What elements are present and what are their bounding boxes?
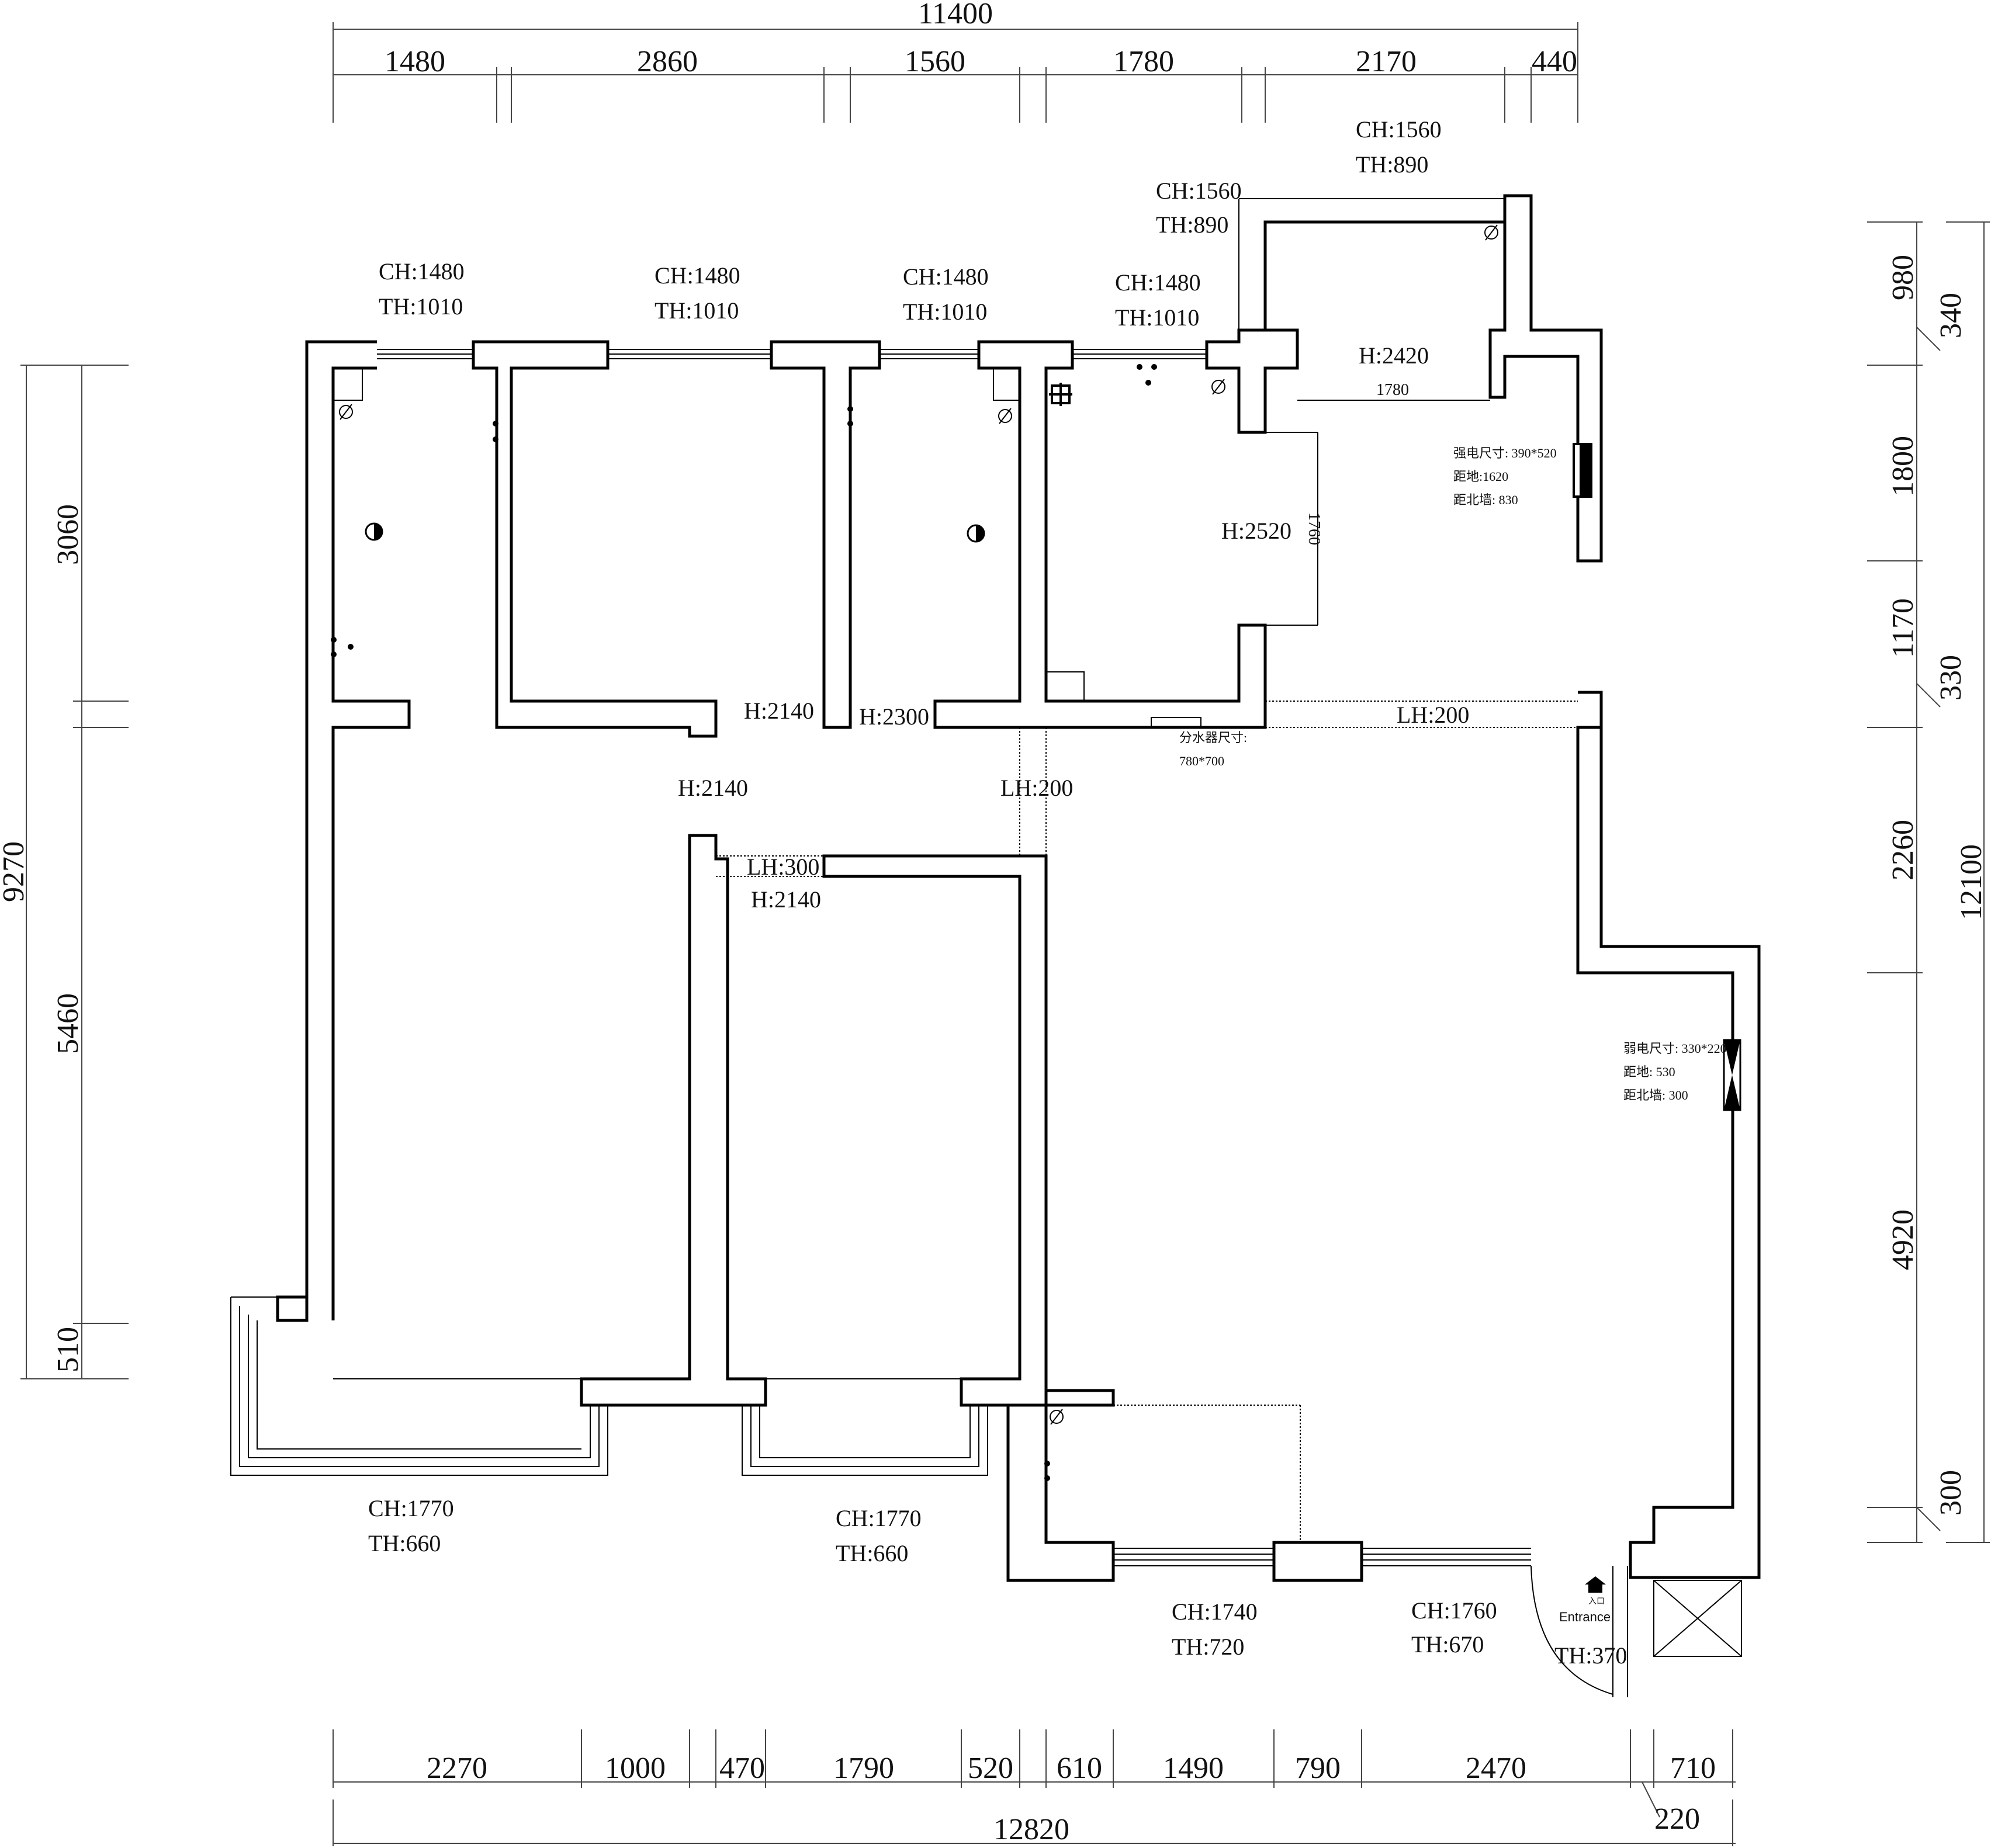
label-w1780: 1780: [1376, 381, 1409, 399]
dim-bottom-2: 1000: [605, 1752, 666, 1785]
outlet-dots-icon: [331, 364, 1157, 1481]
strong-power-box-icon: [1573, 443, 1592, 498]
dim-right-4: 2260: [1886, 820, 1920, 880]
dim-right-outer-3: 300: [1934, 1470, 1968, 1516]
dim-top-5: 2170: [1356, 45, 1417, 78]
label-lh200-a: LH:200: [1000, 775, 1073, 801]
right-dimensions: 980 1800 1170 2260 4920 340 330 300 1210…: [1867, 221, 1990, 1543]
win5-th: TH:890: [1156, 212, 1228, 238]
win4-ch: CH:1480: [1115, 269, 1201, 296]
entry-th: TH:370: [1554, 1642, 1627, 1669]
strong-power-floor: 距地:1620: [1453, 469, 1508, 484]
bal2-th: TH:660: [836, 1540, 908, 1566]
interior-thin-lines: [333, 367, 1742, 1697]
weak-power-box-icon: [1723, 1039, 1741, 1111]
dim-right-outer-1: 340: [1934, 293, 1968, 338]
dim-bottom-extra: 220: [1654, 1802, 1700, 1836]
dim-top-1: 1480: [385, 45, 445, 78]
dim-top-2: 2860: [637, 45, 698, 78]
win2-ch: CH:1480: [655, 262, 740, 289]
entrance-label-cn: 入口: [1588, 1596, 1605, 1606]
dim-top-3: 1560: [905, 45, 965, 78]
win5-ch: CH:1560: [1156, 178, 1242, 204]
dim-bottom-7: 1490: [1163, 1752, 1224, 1785]
walls: [276, 194, 1761, 1582]
manifold-dims: 780*700: [1179, 754, 1224, 768]
dim-right-outer-2: 330: [1934, 655, 1968, 701]
dim-top-4: 1780: [1113, 45, 1174, 78]
dim-bottom-8: 790: [1295, 1752, 1341, 1785]
dim-bottom-5: 520: [968, 1752, 1013, 1785]
win7-ch: CH:1740: [1172, 1599, 1258, 1625]
strong-power-size: 强电尺寸: 390*520: [1453, 446, 1557, 460]
win6-ch: CH:1560: [1356, 116, 1442, 143]
win1-ch: CH:1480: [379, 258, 465, 285]
left-dimensions: 9270 3060 5460 510: [0, 365, 129, 1379]
dim-left-3: 510: [51, 1327, 85, 1372]
label-lh300: LH:300: [747, 854, 819, 880]
bal1-ch: CH:1770: [368, 1495, 454, 1521]
label-h2140-a: H:2140: [744, 698, 814, 724]
windows: [377, 198, 1531, 1566]
bottom-dimensions: 2270 1000 470 1790 520 610 1490 790 2470…: [333, 1729, 1736, 1846]
dim-right-3: 1170: [1886, 598, 1920, 658]
weak-power-size: 弱电尺寸: 330*220: [1623, 1041, 1727, 1056]
dim-right-total: 12100: [1955, 844, 1988, 920]
label-h2420: H:2420: [1359, 342, 1429, 369]
win8-ch: CH:1760: [1411, 1597, 1497, 1624]
dim-right-5: 4920: [1886, 1209, 1920, 1270]
win6-th: TH:890: [1356, 151, 1428, 178]
weak-power-floor: 距地: 530: [1623, 1065, 1675, 1079]
entrance-label: Entrance: [1559, 1610, 1611, 1624]
strong-power-wall: 距北墙: 830: [1453, 493, 1518, 507]
label-h2300: H:2300: [859, 703, 929, 730]
win1-th: TH:1010: [379, 293, 463, 320]
win3-th: TH:1010: [903, 299, 987, 325]
weak-power-wall: 距北墙: 300: [1623, 1088, 1688, 1102]
dim-top-6: 440: [1532, 45, 1577, 78]
bal1-th: TH:660: [368, 1530, 441, 1556]
label-lh200-b: LH:200: [1397, 702, 1469, 728]
win3-ch: CH:1480: [903, 263, 989, 290]
win7-th: TH:720: [1172, 1634, 1244, 1660]
label-h2140-c: H:2140: [751, 886, 821, 913]
label-v1760: 1760: [1305, 512, 1323, 545]
dim-left-2: 5460: [51, 993, 85, 1054]
win4-th: TH:1010: [1115, 304, 1199, 331]
bal2-ch: CH:1770: [836, 1505, 922, 1531]
fixtures: [331, 224, 1741, 1593]
manifold-size: 分水器尺寸:: [1179, 730, 1247, 745]
pipe-shaft-icon: [1049, 383, 1072, 406]
dim-left-1: 3060: [51, 504, 85, 565]
dim-bottom-1: 2270: [427, 1752, 487, 1785]
dim-bottom-3: 470: [719, 1752, 765, 1785]
dim-top-total: 11400: [918, 0, 993, 30]
dim-bottom-6: 610: [1057, 1752, 1102, 1785]
dim-right-1: 980: [1886, 255, 1920, 300]
dim-left-total: 9270: [0, 841, 30, 902]
label-h2140-b: H:2140: [678, 775, 748, 801]
label-h2520: H:2520: [1221, 518, 1291, 544]
light-fixture-icon: [365, 522, 985, 543]
annotations: CH:1480 TH:1010 CH:1480 TH:1010 CH:1480 …: [368, 116, 1727, 1669]
dim-right-2: 1800: [1886, 436, 1920, 497]
dim-bottom-10: 710: [1670, 1752, 1716, 1785]
drain-icon: [339, 224, 1498, 1425]
balconies: [230, 1296, 988, 1476]
win8-th: TH:670: [1411, 1631, 1484, 1658]
dim-bottom-9: 2470: [1466, 1752, 1526, 1785]
top-dimensions: 11400 1480 2860 1560 1780 2170 440: [333, 0, 1578, 123]
dim-bottom-total: 12820: [993, 1813, 1069, 1846]
entrance-icon: [1585, 1576, 1606, 1593]
win2-th: TH:1010: [655, 297, 739, 324]
dim-bottom-4: 1790: [833, 1752, 894, 1785]
